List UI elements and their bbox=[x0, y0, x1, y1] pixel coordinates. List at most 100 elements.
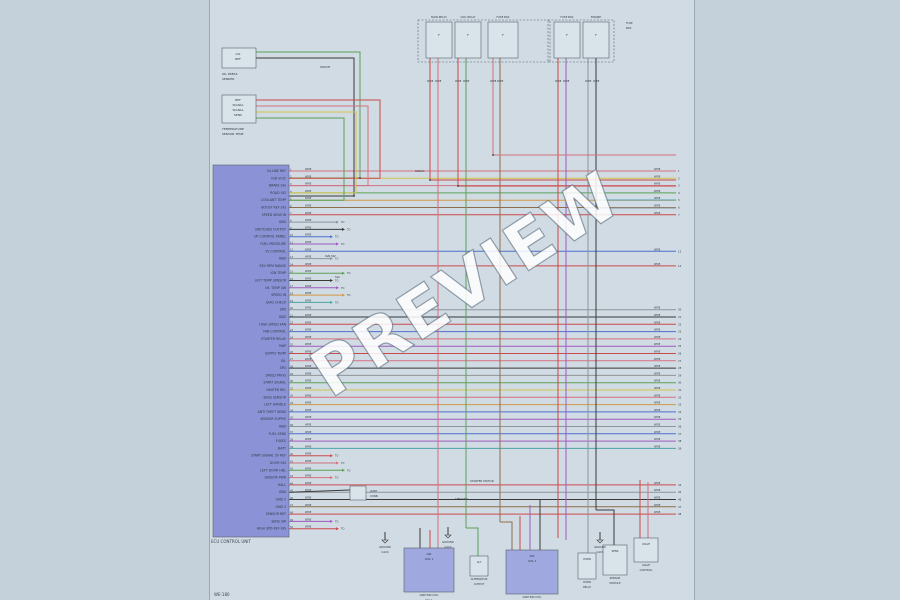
ecm-pin-label: GND bbox=[279, 315, 287, 319]
ecm-pin-number: 3 bbox=[290, 183, 292, 186]
wire-code: WIRE bbox=[305, 445, 312, 448]
connector-pin-number: 24 bbox=[678, 337, 682, 341]
ecm-pin-number: 42 bbox=[290, 468, 294, 471]
ecm-pin-number: 24 bbox=[290, 336, 294, 339]
wire-code: WIRE bbox=[305, 307, 312, 310]
wire-code: WIRE bbox=[435, 80, 442, 83]
ecm-pin-number: 33 bbox=[290, 402, 294, 405]
ecm-pin-number: 12 bbox=[290, 249, 294, 252]
oil-sensor-label: SENDER bbox=[222, 77, 234, 81]
wire-arrow bbox=[342, 468, 345, 472]
temp-sensor-label: SENSOR TEMP bbox=[222, 132, 244, 136]
wire-destination: TO bbox=[335, 258, 338, 261]
ecm-pin-number: 23 bbox=[290, 329, 294, 332]
wire-code: WIRE bbox=[305, 351, 312, 354]
fuse-glyph: F bbox=[438, 33, 440, 37]
ecm-pin-number: 40 bbox=[290, 453, 294, 456]
wire-label: SIGNAL bbox=[415, 169, 425, 173]
ecm-pin-label: BOOST REF SIG bbox=[261, 206, 286, 210]
ground-symbol bbox=[596, 539, 604, 544]
wire-destination: TO bbox=[347, 272, 350, 275]
wire-code: WIRE bbox=[654, 329, 661, 332]
fuse-relay-label: ENGINE bbox=[591, 15, 601, 19]
wire-code: WIRE bbox=[305, 175, 312, 178]
wire-code: WIRE bbox=[305, 292, 312, 295]
wire-arrow bbox=[330, 476, 333, 480]
ecm-pin-label: SPEED PROG bbox=[265, 373, 286, 377]
ecm-pin-label: ANTI THEFT SEND bbox=[258, 410, 287, 414]
wire-code: WIRE bbox=[305, 285, 312, 288]
wire-code: WIRE bbox=[305, 518, 312, 521]
wire-code: WIRE bbox=[555, 80, 562, 83]
wire-code: WIRE bbox=[305, 329, 312, 332]
ground-label: GROUND bbox=[442, 540, 454, 544]
connector-pin-number: 12 bbox=[678, 249, 682, 253]
connector-pin-number: 35 bbox=[678, 417, 682, 421]
ground-label: GROUND bbox=[594, 545, 606, 549]
fuse-glyph: F bbox=[566, 33, 568, 37]
wire-code: WIRE bbox=[305, 336, 312, 339]
temp-sensor-box bbox=[221, 94, 257, 124]
wire-code: WIRE bbox=[654, 489, 661, 492]
ecm-label: ECU CONTROL UNIT bbox=[211, 539, 251, 544]
ecm-block bbox=[212, 164, 290, 538]
wire-arrow bbox=[330, 300, 333, 304]
ecm-pin-number: 19 bbox=[290, 300, 294, 303]
wire-code: WIRE bbox=[305, 205, 312, 208]
ecm-pin-label: FAN CONTROL bbox=[263, 330, 286, 334]
oil-sensor-wire bbox=[256, 57, 355, 197]
bottom-module-label: ALTERNATOR bbox=[471, 577, 488, 581]
wire-code: WIRE bbox=[305, 387, 312, 390]
wire-code: WIRE bbox=[654, 168, 661, 171]
ecm-pin-number: 34 bbox=[290, 409, 294, 412]
connector-pin-number: 30 bbox=[678, 381, 682, 385]
connector-pin-number: 37 bbox=[678, 432, 682, 436]
ecm-pin-number: 44 bbox=[290, 482, 294, 485]
ecm-pin-number: 48 bbox=[290, 512, 294, 515]
bottom-module-label: OUTPUT bbox=[474, 582, 485, 586]
ecm-pin-label: REV RPM RANGE bbox=[260, 264, 286, 268]
wire-code: WIRE bbox=[654, 307, 661, 310]
wire-code: WIRE bbox=[305, 226, 312, 229]
connector-pin-number: 45 bbox=[678, 490, 682, 494]
ecm-pin-label: GND 3 bbox=[276, 505, 286, 509]
ecm-pin-label: SENSOR PWR bbox=[265, 476, 287, 480]
wire-code: WIRE bbox=[654, 416, 661, 419]
wire-code: WIRE bbox=[654, 431, 661, 434]
wire-code: WIRE bbox=[654, 183, 661, 186]
wire-destination: TO bbox=[341, 221, 344, 224]
wire-code: WIRE bbox=[654, 482, 661, 485]
wire-code: WIRE bbox=[593, 80, 600, 83]
ground-label: G100 bbox=[382, 550, 389, 554]
bottom-module-box bbox=[505, 549, 559, 595]
wire-arrow bbox=[336, 461, 339, 465]
wire-destination: TO bbox=[335, 520, 338, 523]
wire-arrow bbox=[330, 519, 333, 523]
temp-sensor-wire bbox=[256, 117, 345, 201]
fuse-relay-label: FUSE BOX bbox=[497, 15, 510, 19]
splice-dot bbox=[587, 207, 589, 209]
wire-arrow bbox=[336, 242, 339, 246]
ecm-pin-label: UP CONTROL PANEL bbox=[254, 235, 286, 239]
oil-sensor-box bbox=[221, 47, 257, 69]
connector-pin-number: 3 bbox=[678, 184, 680, 188]
ecm-pin-label: HEATER REL bbox=[266, 388, 286, 392]
ecm-pin-number: 13 bbox=[290, 256, 294, 259]
ecm-pin-number: 32 bbox=[290, 395, 294, 398]
connector-pin-number: 5 bbox=[678, 198, 680, 202]
wire-arrow bbox=[336, 286, 339, 290]
wire-code: WIRE bbox=[305, 241, 312, 244]
bottom-module-inner-label: IGN bbox=[530, 554, 535, 558]
connector-pin-number: 14 bbox=[678, 264, 682, 268]
bottom-module-label: RELAY bbox=[583, 585, 592, 589]
splice-dot bbox=[492, 154, 494, 156]
bottom-module-box bbox=[602, 544, 628, 576]
wire-code: WIRE bbox=[563, 80, 570, 83]
ecm-pin-label: LEFT DOOR HDL bbox=[260, 468, 286, 472]
splice-label: SPLICE bbox=[320, 65, 330, 69]
ecm-pin-label: DIAG CHECK bbox=[266, 300, 287, 304]
ecm-pin-number: 10 bbox=[290, 234, 294, 237]
ecm-pin-number: 1 bbox=[290, 168, 292, 171]
